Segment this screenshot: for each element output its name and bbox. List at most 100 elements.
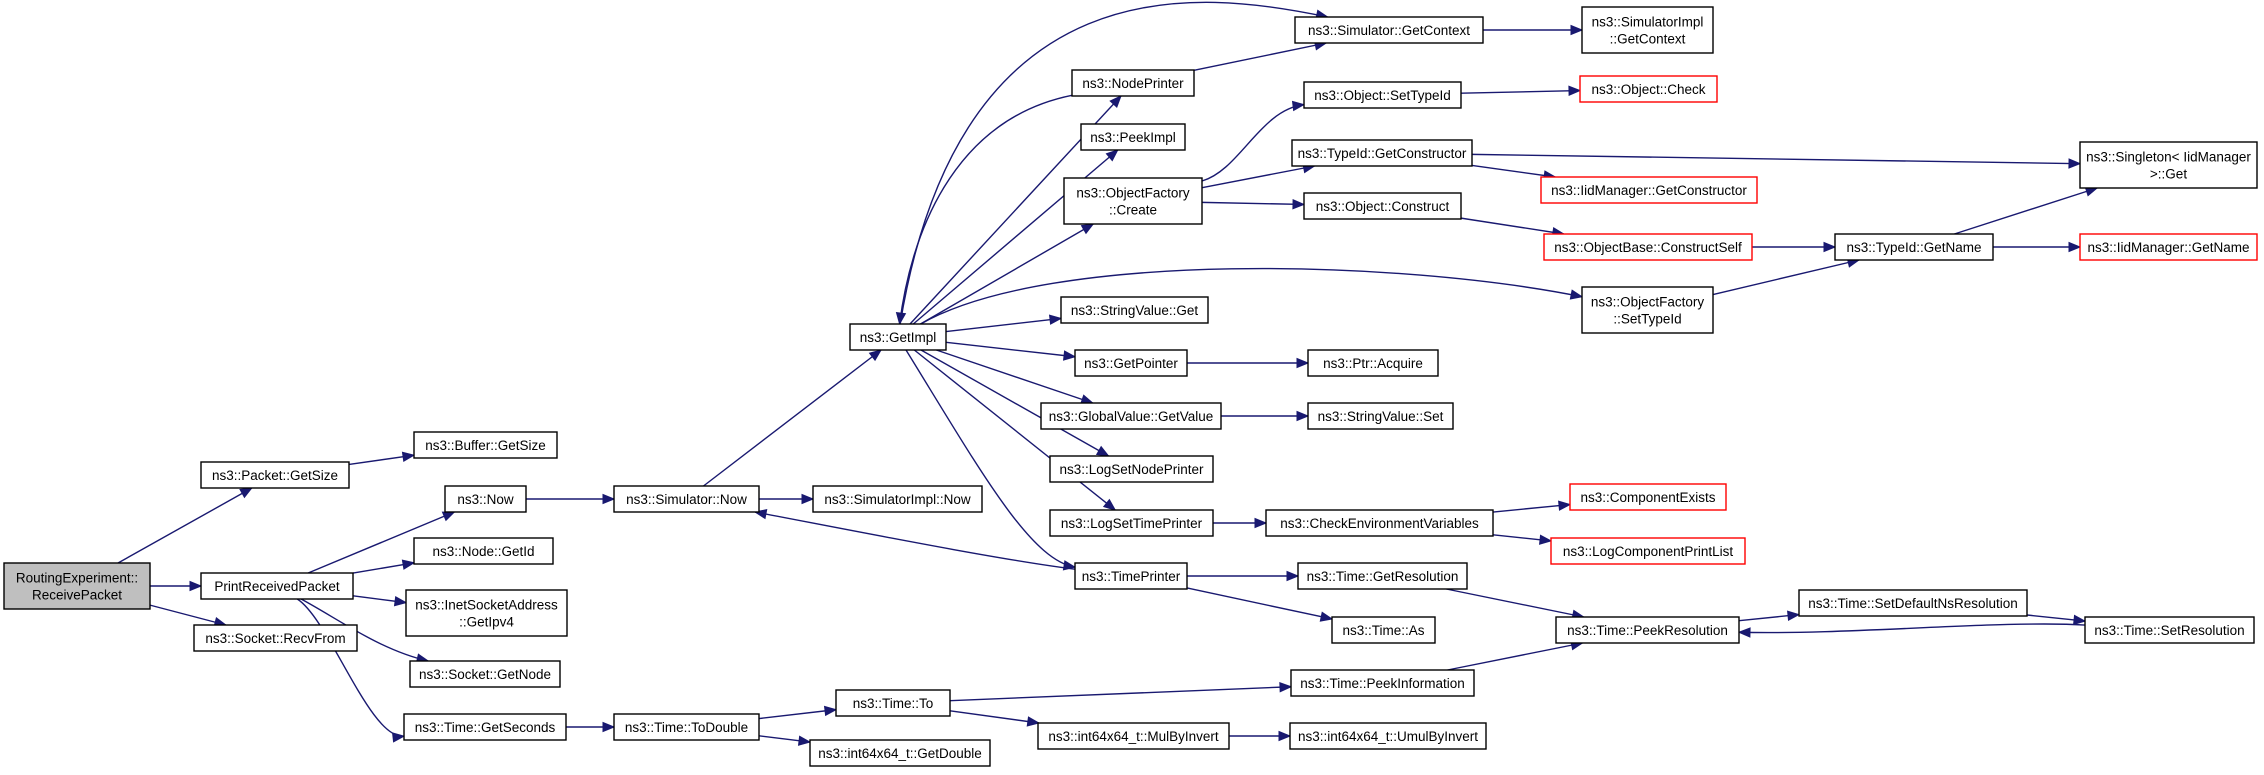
node-box[interactable] — [849, 323, 947, 351]
node-box[interactable] — [1291, 139, 1473, 167]
node-sim_now[interactable]: ns3::Simulator::Now — [613, 485, 760, 513]
node-routing[interactable]: RoutingExperiment::ReceivePacket — [3, 562, 151, 610]
node-object_check[interactable]: ns3::Object::Check — [1579, 75, 1718, 103]
node-box[interactable] — [1834, 233, 1994, 261]
node-simimpl_now[interactable]: ns3::SimulatorImpl::Now — [812, 485, 983, 513]
node-box[interactable] — [1290, 669, 1475, 697]
node-box[interactable] — [1550, 537, 1746, 565]
node-printreceived[interactable]: PrintReceivedPacket — [200, 572, 354, 600]
node-socket_getnode[interactable]: ns3::Socket::GetNode — [409, 660, 561, 688]
node-globalvalue_getvalue[interactable]: ns3::GlobalValue::GetValue — [1040, 402, 1222, 430]
node-box[interactable] — [613, 485, 760, 513]
node-time_setdefaultnsres[interactable]: ns3::Time::SetDefaultNsResolution — [1798, 589, 2028, 617]
node-box[interactable] — [409, 660, 561, 688]
node-box[interactable] — [1080, 123, 1186, 151]
node-time_to[interactable]: ns3::Time::To — [835, 689, 951, 717]
node-time_peekinformation[interactable]: ns3::Time::PeekInformation — [1290, 669, 1475, 697]
node-box[interactable] — [444, 485, 527, 513]
node-box[interactable] — [2079, 233, 2258, 261]
node-object_construct[interactable]: ns3::Object::Construct — [1303, 192, 1462, 220]
node-box[interactable] — [193, 624, 358, 652]
node-box[interactable] — [1798, 589, 2028, 617]
node-simimpl_getcontext[interactable]: ns3::SimulatorImpl::GetContext — [1581, 6, 1714, 54]
node-inet_getipv4[interactable]: ns3::InetSocketAddress::GetIpv4 — [405, 589, 568, 637]
node-time_getresolution[interactable]: ns3::Time::GetResolution — [1297, 562, 1468, 590]
node-box[interactable] — [1037, 722, 1230, 750]
node-box[interactable] — [809, 739, 991, 767]
node-box[interactable] — [3, 562, 151, 610]
node-box[interactable] — [2084, 616, 2255, 644]
node-nodeprinter[interactable]: ns3::NodePrinter — [1071, 69, 1195, 97]
node-box[interactable] — [1071, 69, 1195, 97]
node-getimpl[interactable]: ns3::GetImpl — [849, 323, 947, 351]
node-ptr_acquire[interactable]: ns3::Ptr::Acquire — [1307, 349, 1439, 377]
node-objfactory_settypeid[interactable]: ns3::ObjectFactory::SetTypeId — [1581, 286, 1714, 334]
node-objectbase_constructself[interactable]: ns3::ObjectBase::ConstructSelf — [1543, 233, 1753, 261]
node-box[interactable] — [1579, 75, 1718, 103]
node-peekimpl[interactable]: ns3::PeekImpl — [1080, 123, 1186, 151]
node-logsetnodeprinter[interactable]: ns3::LogSetNodePrinter — [1049, 455, 1214, 483]
node-box[interactable] — [1297, 562, 1468, 590]
node-box[interactable] — [2079, 141, 2258, 189]
node-iidmanager_getname[interactable]: ns3::IidManager::GetName — [2079, 233, 2258, 261]
node-stringvalue_set[interactable]: ns3::StringValue::Set — [1307, 402, 1454, 430]
node-box[interactable] — [1074, 349, 1188, 377]
node-box[interactable] — [1063, 177, 1203, 225]
node-int_getdouble[interactable]: ns3::int64x64_t::GetDouble — [809, 739, 991, 767]
node-box[interactable] — [200, 572, 354, 600]
node-int_umulbyinvert[interactable]: ns3::int64x64_t::UmulByInvert — [1289, 722, 1487, 750]
node-objfactory_create[interactable]: ns3::ObjectFactory::Create — [1063, 177, 1203, 225]
node-buffer_getsize[interactable]: ns3::Buffer::GetSize — [413, 431, 558, 459]
node-box[interactable] — [1060, 296, 1209, 324]
node-box[interactable] — [403, 713, 567, 741]
node-box[interactable] — [1581, 6, 1714, 54]
node-componentexists[interactable]: ns3::ComponentExists — [1569, 483, 1727, 511]
node-box[interactable] — [405, 589, 568, 637]
node-stringvalue_get[interactable]: ns3::StringValue::Get — [1060, 296, 1209, 324]
node-timeprinter[interactable]: ns3::TimePrinter — [1074, 562, 1188, 590]
node-box[interactable] — [1307, 349, 1439, 377]
node-checkenv[interactable]: ns3::CheckEnvironmentVariables — [1265, 509, 1494, 537]
node-box[interactable] — [613, 713, 760, 741]
node-time_peekresolution[interactable]: ns3::Time::PeekResolution — [1555, 616, 1740, 644]
node-packet_getsize[interactable]: ns3::Packet::GetSize — [200, 461, 350, 489]
node-box[interactable] — [1307, 402, 1454, 430]
node-typeid_getconstructor[interactable]: ns3::TypeId::GetConstructor — [1291, 139, 1473, 167]
node-box[interactable] — [413, 431, 558, 459]
node-typeid_getname[interactable]: ns3::TypeId::GetName — [1834, 233, 1994, 261]
node-box[interactable] — [1049, 509, 1214, 537]
node-box[interactable] — [413, 537, 554, 565]
node-box[interactable] — [1040, 402, 1222, 430]
node-box[interactable] — [1049, 455, 1214, 483]
node-box[interactable] — [1265, 509, 1494, 537]
node-box[interactable] — [1303, 81, 1462, 109]
node-box[interactable] — [1303, 192, 1462, 220]
node-time_getseconds[interactable]: ns3::Time::GetSeconds — [403, 713, 567, 741]
node-sim_getcontext[interactable]: ns3::Simulator::GetContext — [1294, 16, 1484, 44]
node-box[interactable] — [1289, 722, 1487, 750]
node-box[interactable] — [1540, 176, 1758, 204]
node-object_settypeid[interactable]: ns3::Object::SetTypeId — [1303, 81, 1462, 109]
node-box[interactable] — [200, 461, 350, 489]
node-time_setresolution[interactable]: ns3::Time::SetResolution — [2084, 616, 2255, 644]
node-box[interactable] — [812, 485, 983, 513]
node-now[interactable]: ns3::Now — [444, 485, 527, 513]
node-box[interactable] — [1555, 616, 1740, 644]
node-box[interactable] — [1569, 483, 1727, 511]
node-time_todouble[interactable]: ns3::Time::ToDouble — [613, 713, 760, 741]
node-int_mulbyinvert[interactable]: ns3::int64x64_t::MulByInvert — [1037, 722, 1230, 750]
node-box[interactable] — [1331, 616, 1436, 644]
node-box[interactable] — [835, 689, 951, 717]
node-socket_recvfrom[interactable]: ns3::Socket::RecvFrom — [193, 624, 358, 652]
node-box[interactable] — [1074, 562, 1188, 590]
node-box[interactable] — [1543, 233, 1753, 261]
node-box[interactable] — [1581, 286, 1714, 334]
node-singleton_get[interactable]: ns3::Singleton< IidManager >::Get — [2079, 141, 2258, 189]
node-logsettimeprinter[interactable]: ns3::LogSetTimePrinter — [1049, 509, 1214, 537]
node-iidmanager_getconstructor[interactable]: ns3::IidManager::GetConstructor — [1540, 176, 1758, 204]
node-time_as[interactable]: ns3::Time::As — [1331, 616, 1436, 644]
node-node_getid[interactable]: ns3::Node::GetId — [413, 537, 554, 565]
node-logcomponentprintlist[interactable]: ns3::LogComponentPrintList — [1550, 537, 1746, 565]
node-getpointer[interactable]: ns3::GetPointer — [1074, 349, 1188, 377]
node-box[interactable] — [1294, 16, 1484, 44]
